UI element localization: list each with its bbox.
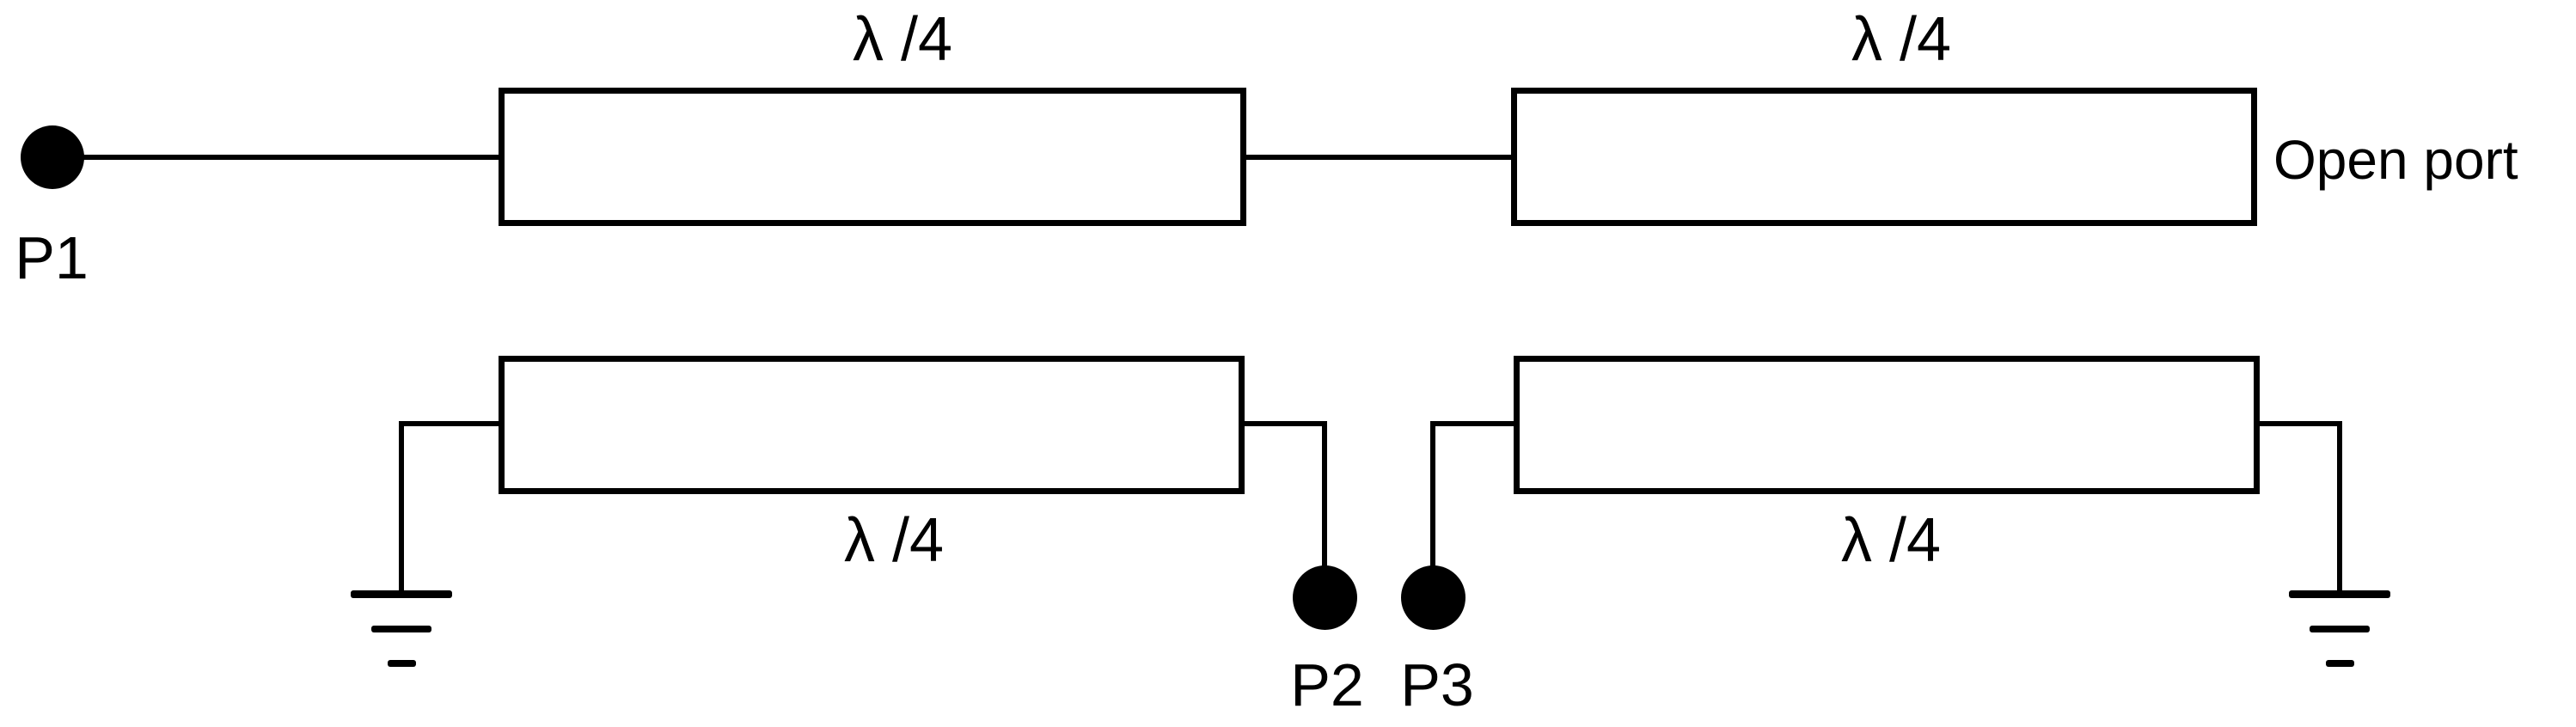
tline-label-top-right: λ /4	[1851, 5, 1952, 74]
wire-p1-to-tline	[82, 155, 503, 160]
port-p2-label: P2	[1290, 651, 1364, 718]
open-port-label: Open port	[2273, 129, 2518, 191]
port-p3-label: P3	[1400, 651, 1474, 718]
ground-bar	[388, 660, 416, 667]
wire-p2-drop	[1322, 421, 1327, 567]
wire-ground-drop-left	[399, 421, 404, 593]
tline-label-top-left: λ /4	[852, 5, 953, 74]
port-p1-dot-icon	[21, 125, 84, 189]
wire-tline-to-tline	[1243, 155, 1514, 160]
wire-p2-stub	[1240, 421, 1327, 426]
ground-bar	[2326, 660, 2354, 667]
wire-ground-stub-right	[2255, 421, 2342, 426]
wire-ground-stub-left	[399, 421, 503, 426]
tline-box-top-left	[499, 88, 1246, 226]
tline-label-bottom-left: λ /4	[843, 506, 945, 575]
ground-bar	[351, 590, 452, 598]
wire-ground-drop-right	[2337, 421, 2342, 593]
port-p2-dot-icon	[1293, 565, 1357, 630]
ground-bar	[2289, 590, 2390, 598]
ground-bar	[371, 626, 431, 632]
wire-p3-stub	[1430, 421, 1516, 426]
tline-box-top-right	[1511, 88, 2257, 226]
wire-p3-riser	[1430, 421, 1435, 567]
ground-bar	[2310, 626, 2370, 632]
tline-box-bottom-right	[1514, 356, 2260, 494]
port-p1-label: P1	[15, 224, 89, 291]
tline-label-bottom-right: λ /4	[1840, 506, 1942, 575]
tline-box-bottom-left	[499, 356, 1245, 494]
port-p3-dot-icon	[1401, 565, 1465, 630]
